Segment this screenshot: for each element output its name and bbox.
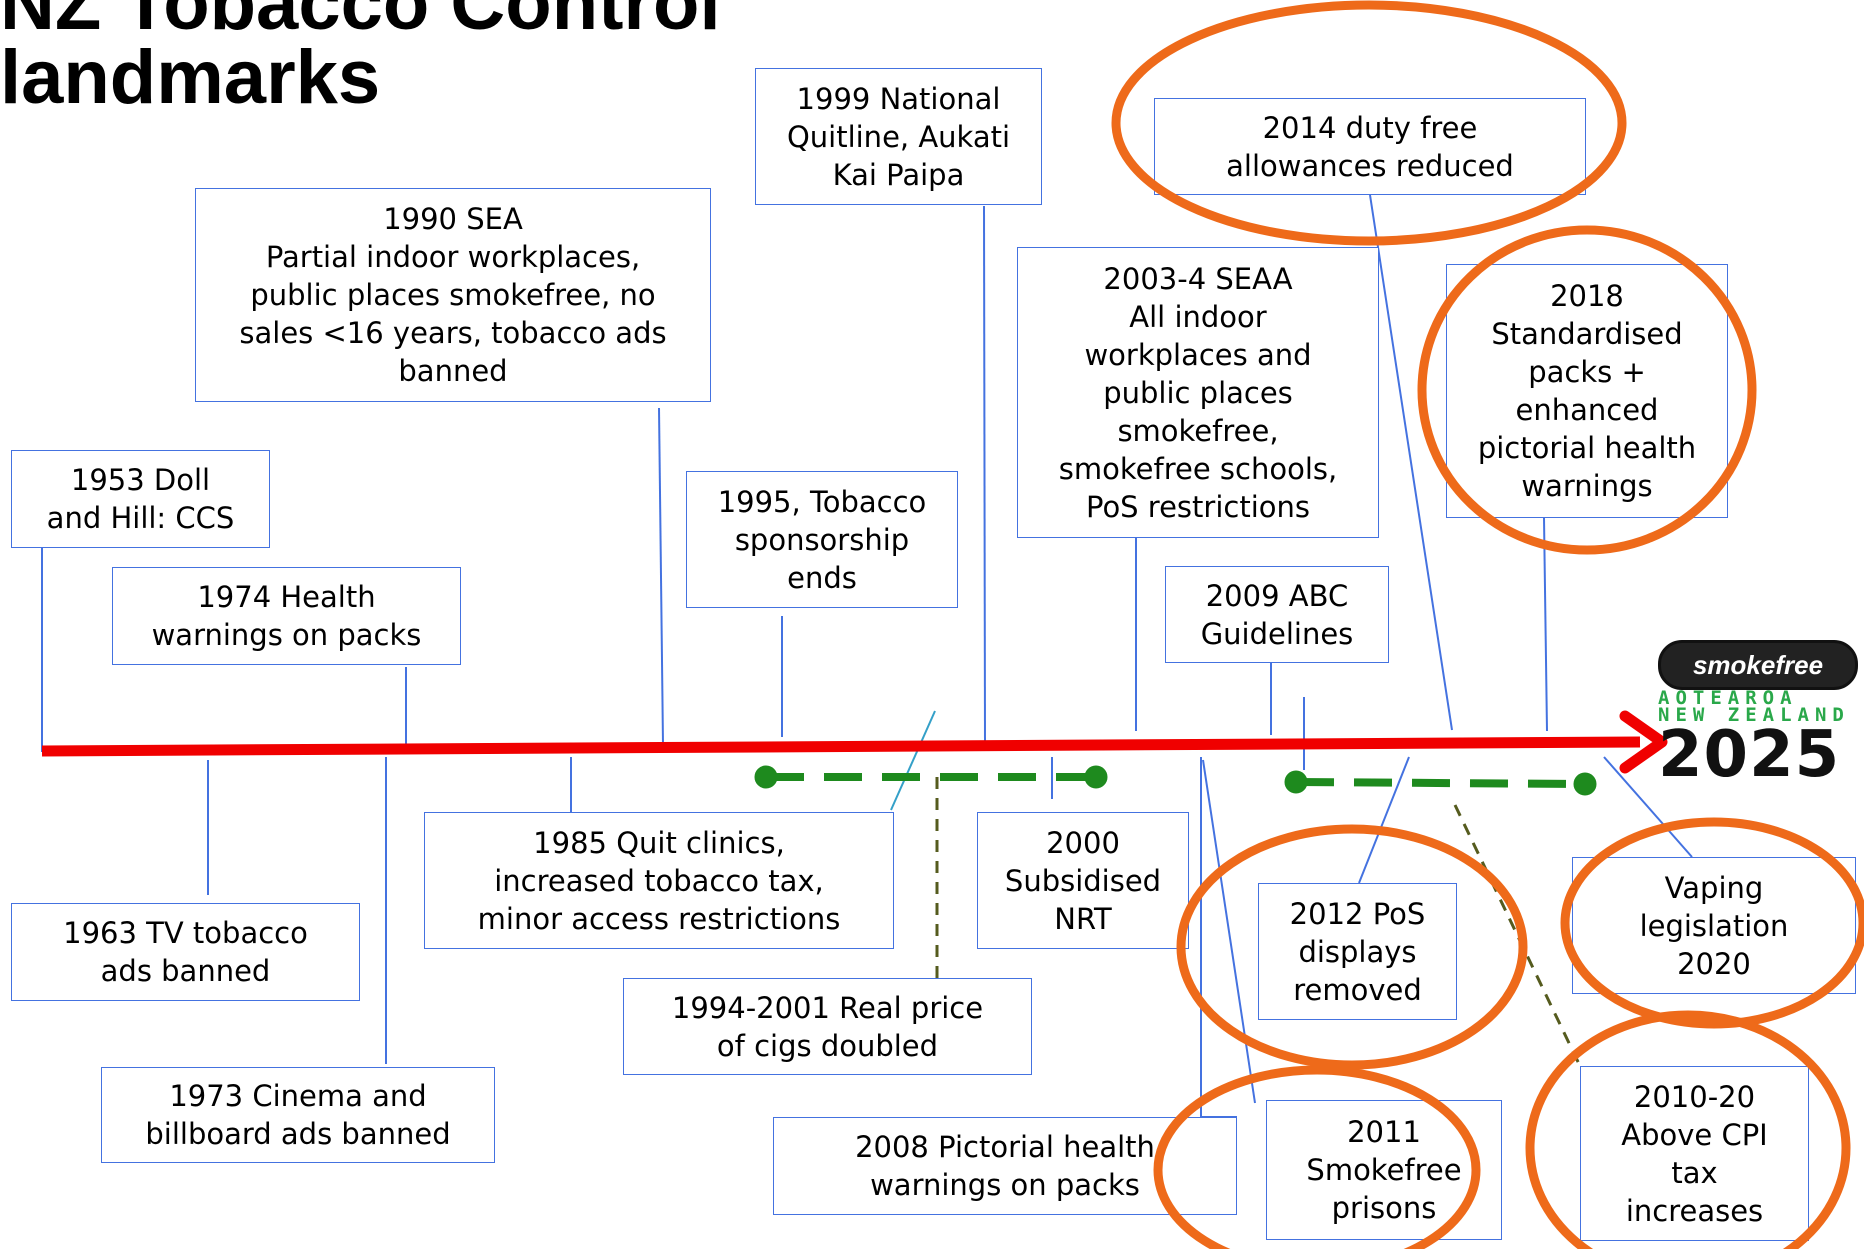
event-1995: 1995, Tobacco sponsorship ends [686,471,958,608]
event-1990: 1990 SEA Partial indoor workplaces, publ… [195,188,711,402]
logo-line1: AOTEAROA [1658,687,1798,709]
event-2009: 2009 ABC Guidelines [1165,566,1389,663]
connector-2012 [1358,756,1410,884]
event-1999: 1999 National Quitline, Aukati Kai Paipa [755,68,1042,205]
event-1973: 1973 Cinema and billboard ads banned [101,1067,495,1163]
page-title-line2: landmarks [0,35,381,120]
main-timeline [41,710,1668,774]
highlight-2012 [1176,824,1528,1070]
price-dot-2001 [1084,765,1108,789]
event-1985: 1985 Quit clinics, increased tobacco tax… [424,812,894,949]
event-1994: 1994-2001 Real price of cigs doubled [623,978,1032,1075]
page-title-line1: NZ Tobacco Control [0,0,721,46]
event-2003: 2003-4 SEAA All indoor workplaces and pu… [1017,247,1379,538]
connector-2014 [1369,194,1453,731]
highlight-2010 [1525,1010,1851,1249]
price-leader-2010 [1453,804,1582,1067]
price-dash-2010 [1295,778,1586,788]
event-2018: 2018 Standardised packs + enhanced picto… [1446,264,1728,518]
connector-1985-angled [890,710,936,811]
connector-2018 [1543,517,1548,732]
price-dot-1994 [754,765,778,789]
event-1974: 1974 Health warnings on packs [112,567,461,665]
price-dot-2020 [1573,772,1597,796]
event-2010: 2010-20 Above CPI tax increases [1580,1066,1809,1241]
timeline-arrow-shaft [41,736,1641,757]
highlight-2020 [1560,817,1864,1029]
logo-year: 2025 [1658,718,1841,792]
event-2012: 2012 PoS displays removed [1258,883,1457,1020]
connector-2011 [1202,759,1256,1104]
event-2000: 2000 Subsidised NRT [977,812,1189,949]
highlight-2011 [1153,1065,1481,1249]
logo-brand: smokefree [1658,640,1858,690]
logo-line2: NEW ZEALAND [1658,704,1850,726]
connector-1990 [658,407,664,746]
highlight-2014 [1111,0,1627,246]
connector-2020 [1603,756,1693,858]
event-2014: 2014 duty free allowances reduced [1154,98,1586,195]
smokefree-2025-logo: smokefree AOTEAROA NEW ZEALAND 2025 [1658,640,1858,792]
event-2020: Vaping legislation 2020 [1572,857,1856,994]
connector-1999 [983,205,986,746]
highlight-2018 [1417,225,1757,555]
timeline-arrow-head [1619,710,1668,774]
event-1953: 1953 Doll and Hill: CCS [11,450,270,548]
event-1963: 1963 TV tobacco ads banned [11,903,360,1001]
price-dot-2010 [1284,770,1308,794]
